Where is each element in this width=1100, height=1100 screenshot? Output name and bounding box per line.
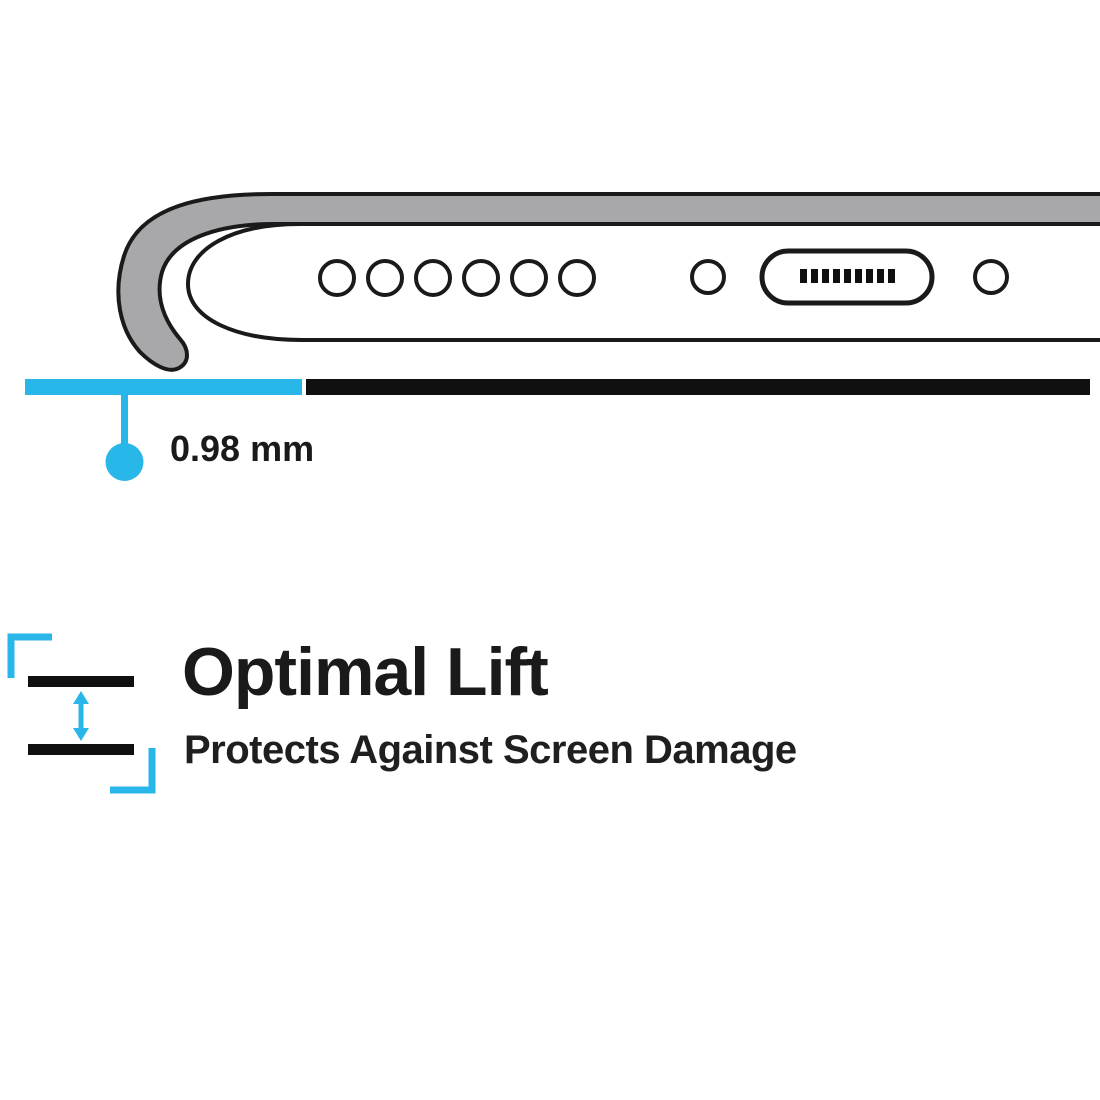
feature-subtitle: Protects Against Screen Damage xyxy=(184,728,797,772)
screw-hole-icon xyxy=(973,259,1009,295)
speaker-hole-icon xyxy=(462,259,500,297)
measurement-marker xyxy=(105,394,144,481)
speaker-hole-icon xyxy=(414,259,452,297)
measurement-leader-line xyxy=(121,394,128,446)
port-pins-icon xyxy=(800,269,895,283)
bracket-top-left-icon xyxy=(7,633,52,678)
speaker-hole-icon xyxy=(558,259,596,297)
measurement-dot-icon xyxy=(105,443,144,481)
surface-line-cyan-segment xyxy=(25,379,302,395)
measurement-label: 0.98 mm xyxy=(170,428,315,469)
screen-line-top xyxy=(28,676,134,687)
screen-line-bottom xyxy=(28,744,134,755)
speaker-hole-icon xyxy=(510,259,548,297)
phone-case-illustration xyxy=(25,192,1100,481)
speaker-holes-group xyxy=(318,259,596,297)
surface-line-black-segment xyxy=(306,379,1090,395)
bracket-bottom-right-icon xyxy=(110,748,156,794)
charging-port-icon xyxy=(759,248,935,306)
lift-arrow-icon xyxy=(73,691,89,741)
screw-hole-icon xyxy=(690,259,726,295)
feature-title: Optimal Lift xyxy=(182,634,549,710)
speaker-hole-icon xyxy=(366,259,404,297)
speaker-hole-icon xyxy=(318,259,356,297)
case-lip-shape xyxy=(116,192,1100,372)
surface-line xyxy=(25,379,1090,395)
lift-gap-double-arrow-icon xyxy=(7,633,156,794)
